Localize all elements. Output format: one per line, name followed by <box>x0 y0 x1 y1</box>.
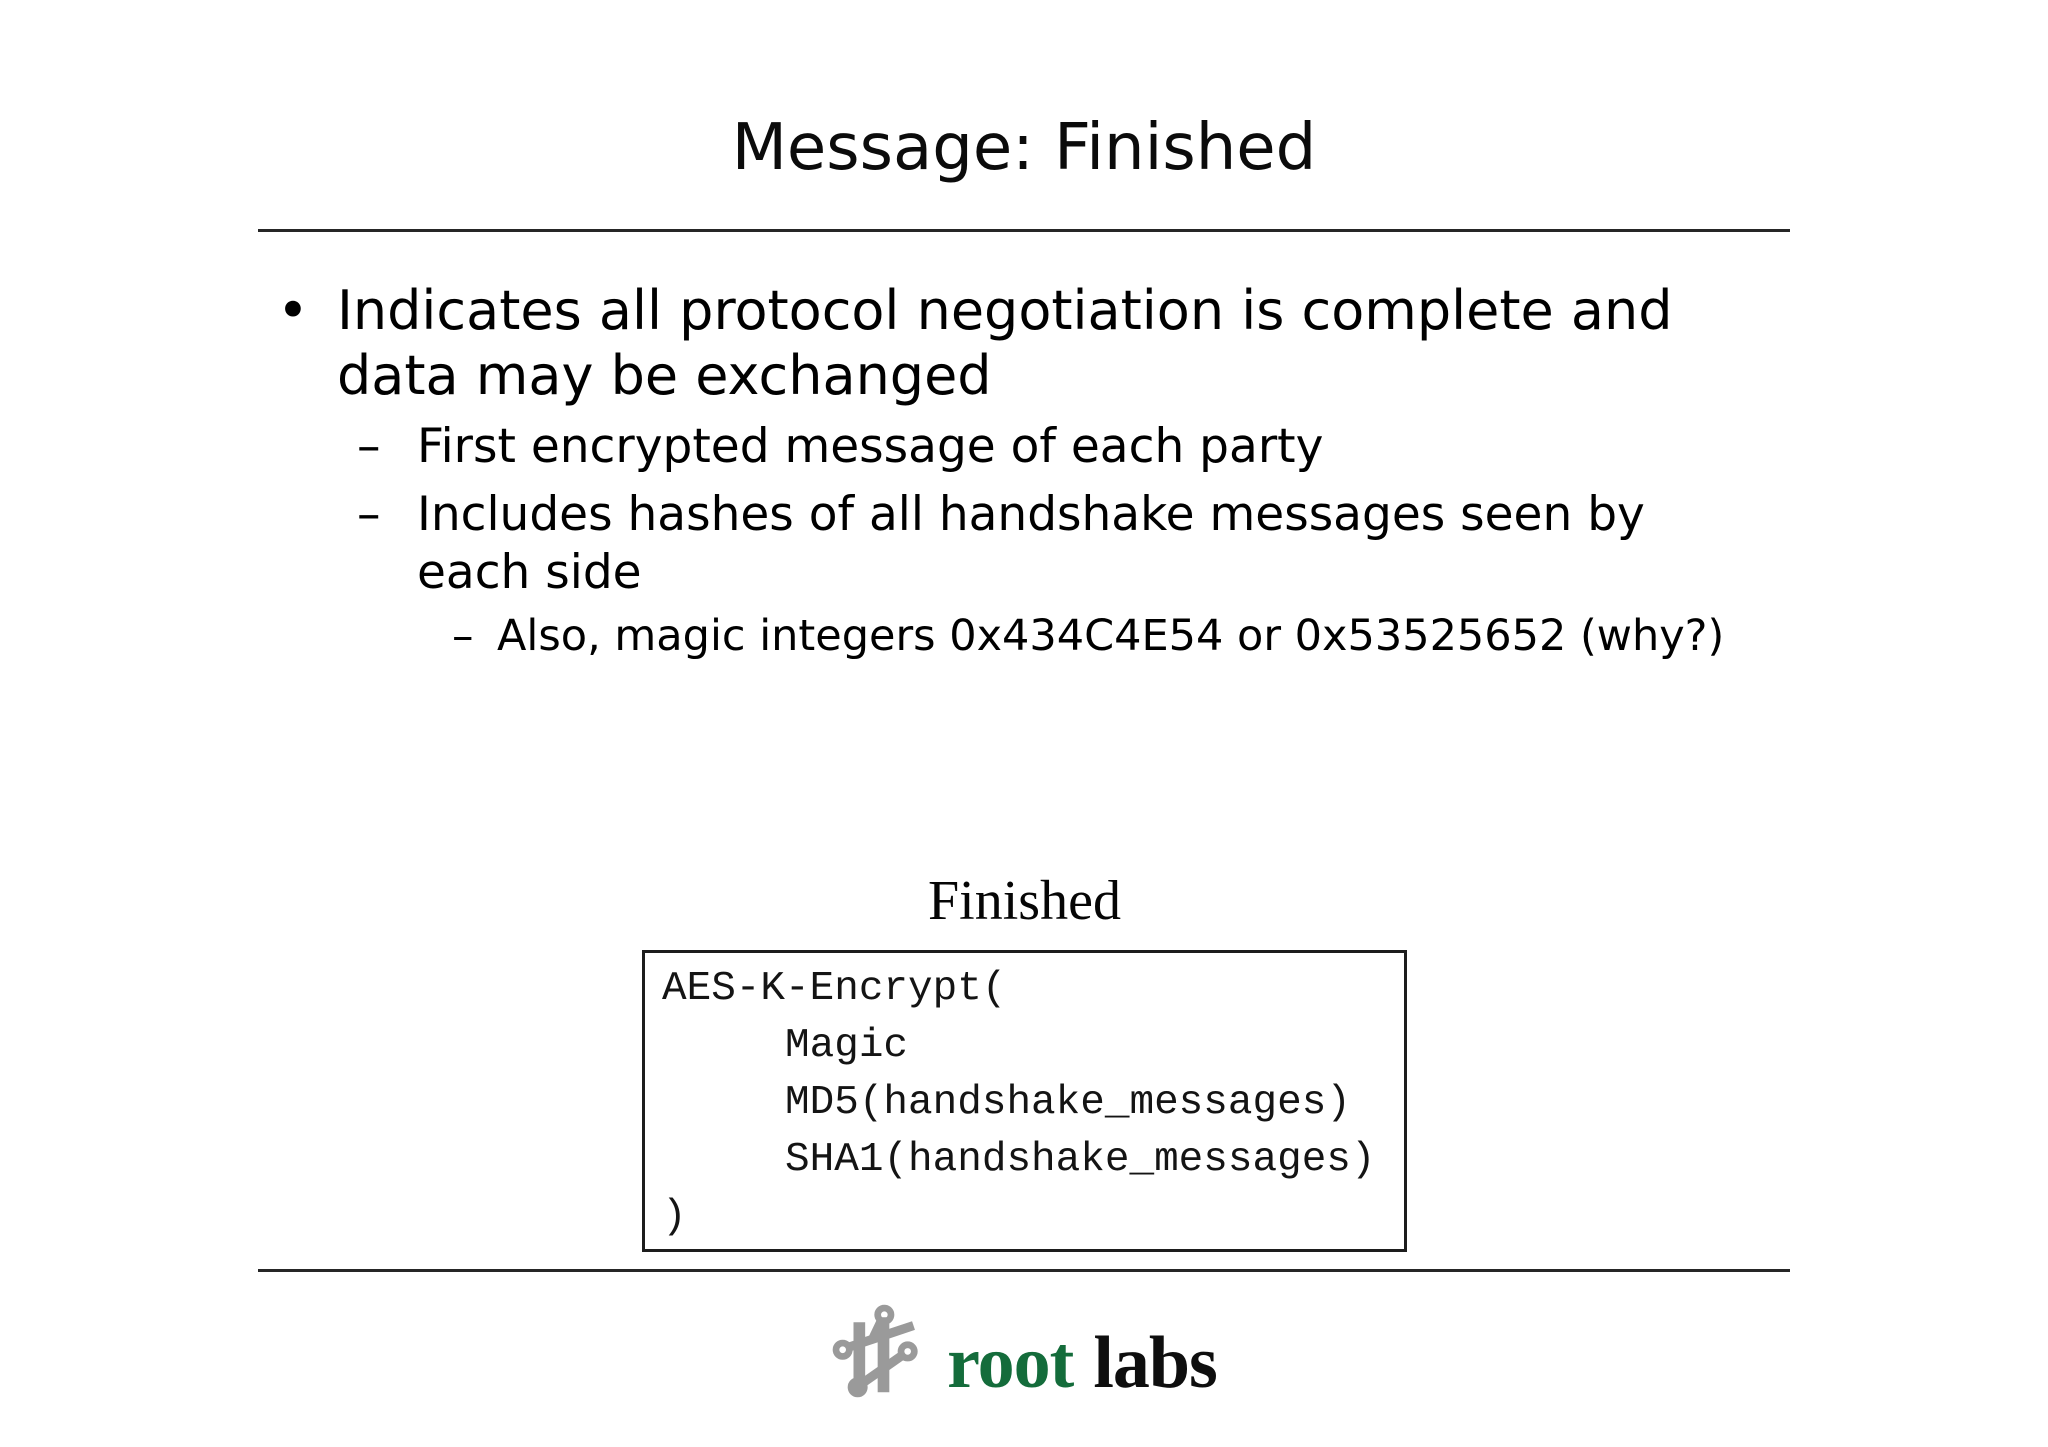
bullet-marker: – <box>357 419 381 474</box>
bullet-text: Also, magic integers 0x434C4E54 or 0x535… <box>497 611 1725 661</box>
bullet-list: • Indicates all protocol negotiation is … <box>270 278 1750 664</box>
bullet-item-level3: – Also, magic integers 0x434C4E54 or 0x5… <box>452 608 1782 664</box>
code-line: MD5(handshake_messages) <box>662 1080 1351 1126</box>
code-line: SHA1(handshake_messages) <box>662 1137 1376 1183</box>
code-line: Magic <box>662 1023 909 1069</box>
bullet-text: First encrypted message of each party <box>417 419 1324 474</box>
bullet-item-level1: • Indicates all protocol negotiation is … <box>270 278 1690 408</box>
logo-text-labs: labs <box>1093 1322 1218 1404</box>
circuit-hash-icon <box>831 1302 931 1410</box>
title-divider <box>258 229 1790 232</box>
bullet-marker: – <box>357 487 381 542</box>
bullet-text: Indicates all protocol negotiation is co… <box>337 279 1673 407</box>
bullet-text: Includes hashes of all handshake message… <box>417 487 1645 600</box>
bullet-marker: • <box>277 279 309 342</box>
slide-title: Message: Finished <box>731 111 1317 185</box>
rootlabs-logo: root labs <box>0 1300 2048 1412</box>
code-line: ) <box>662 1194 687 1240</box>
code-line: AES-K-Encrypt( <box>662 966 1007 1012</box>
bullet-marker: – <box>452 611 474 661</box>
bullet-item-level2: – First encrypted message of each party <box>357 418 1757 476</box>
bullet-item-level2: – Includes hashes of all handshake messa… <box>357 486 1757 602</box>
figure-caption: Finished <box>928 870 1121 932</box>
logo-text-root: root <box>947 1322 1074 1404</box>
code-box: AES-K-Encrypt( Magic MD5(handshake_messa… <box>642 950 1407 1252</box>
footer-divider <box>258 1269 1790 1272</box>
